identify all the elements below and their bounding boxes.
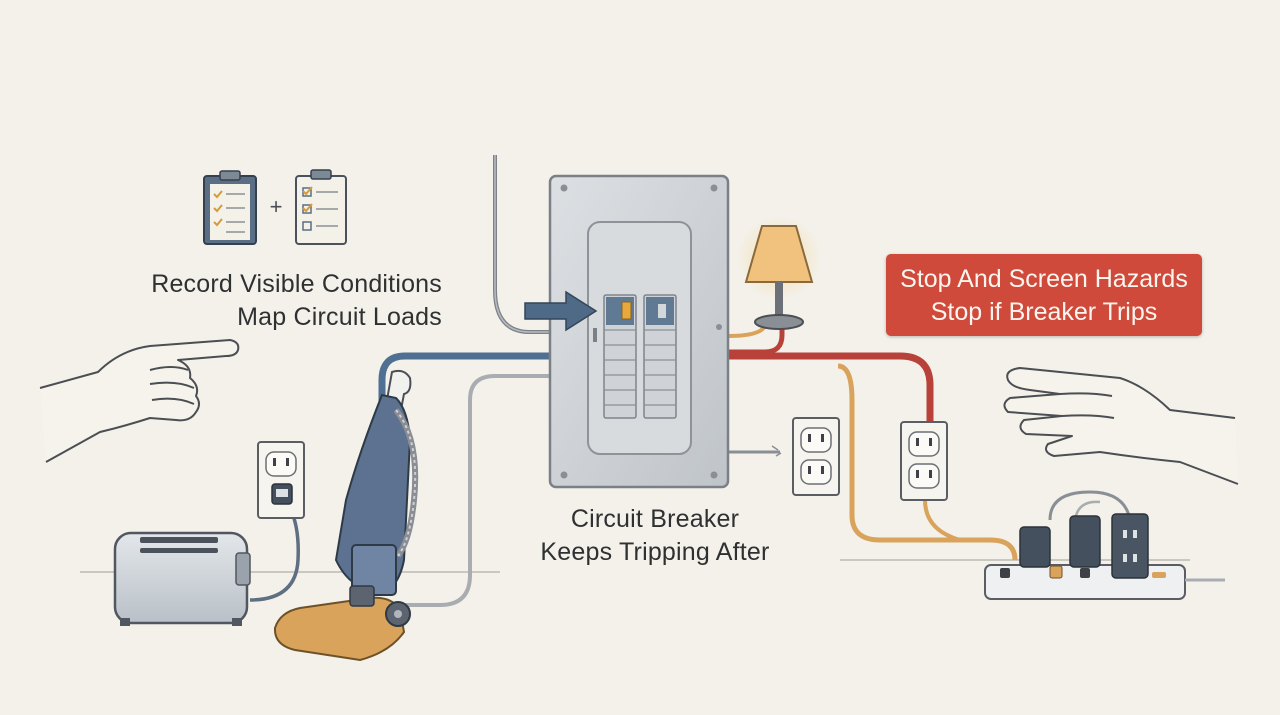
wall-outlet-right-icon <box>900 421 948 501</box>
center-caption-line-2: Keeps Tripping After <box>540 538 770 566</box>
wire-orange <box>837 363 1018 561</box>
wire-red <box>724 352 934 436</box>
wall-outlet-middle-icon <box>792 417 840 496</box>
hazard-banner-line-2: Stop if Breaker Trips <box>930 298 1158 326</box>
wire-blue <box>378 352 556 424</box>
clipboard-checklist-icon <box>203 170 257 245</box>
hazard-banner: Stop And Screen Hazards Stop if Breaker … <box>886 254 1202 336</box>
left-caption-line-2: Map Circuit Loads <box>237 303 442 331</box>
table-lamp-icon <box>737 216 821 330</box>
center-caption: Circuit Breaker Keeps Tripping After <box>500 503 810 569</box>
pointing-hand-icon <box>39 339 240 463</box>
power-strip-icon <box>984 490 1225 600</box>
stop-hand-icon <box>1003 367 1239 485</box>
clipboard-partial-checklist-icon <box>295 169 347 245</box>
left-caption-line-1: Record Visible Conditions <box>151 270 442 298</box>
left-caption: Record Visible Conditions Map Circuit Lo… <box>120 268 442 334</box>
center-caption-line-1: Circuit Breaker <box>570 505 740 533</box>
wire-light-gray <box>400 374 552 607</box>
breaker-panel-icon <box>548 174 730 489</box>
pointer-arrow-icon <box>524 290 598 332</box>
hazard-banner-line-1: Stop And Screen Hazards <box>900 265 1188 293</box>
toaster-icon <box>113 531 251 626</box>
wall-outlet-left-icon <box>257 441 305 519</box>
vacuum-cleaner-icon <box>273 369 419 662</box>
wire-orange-lamp <box>727 324 767 338</box>
plus-sign: + <box>269 194 283 219</box>
